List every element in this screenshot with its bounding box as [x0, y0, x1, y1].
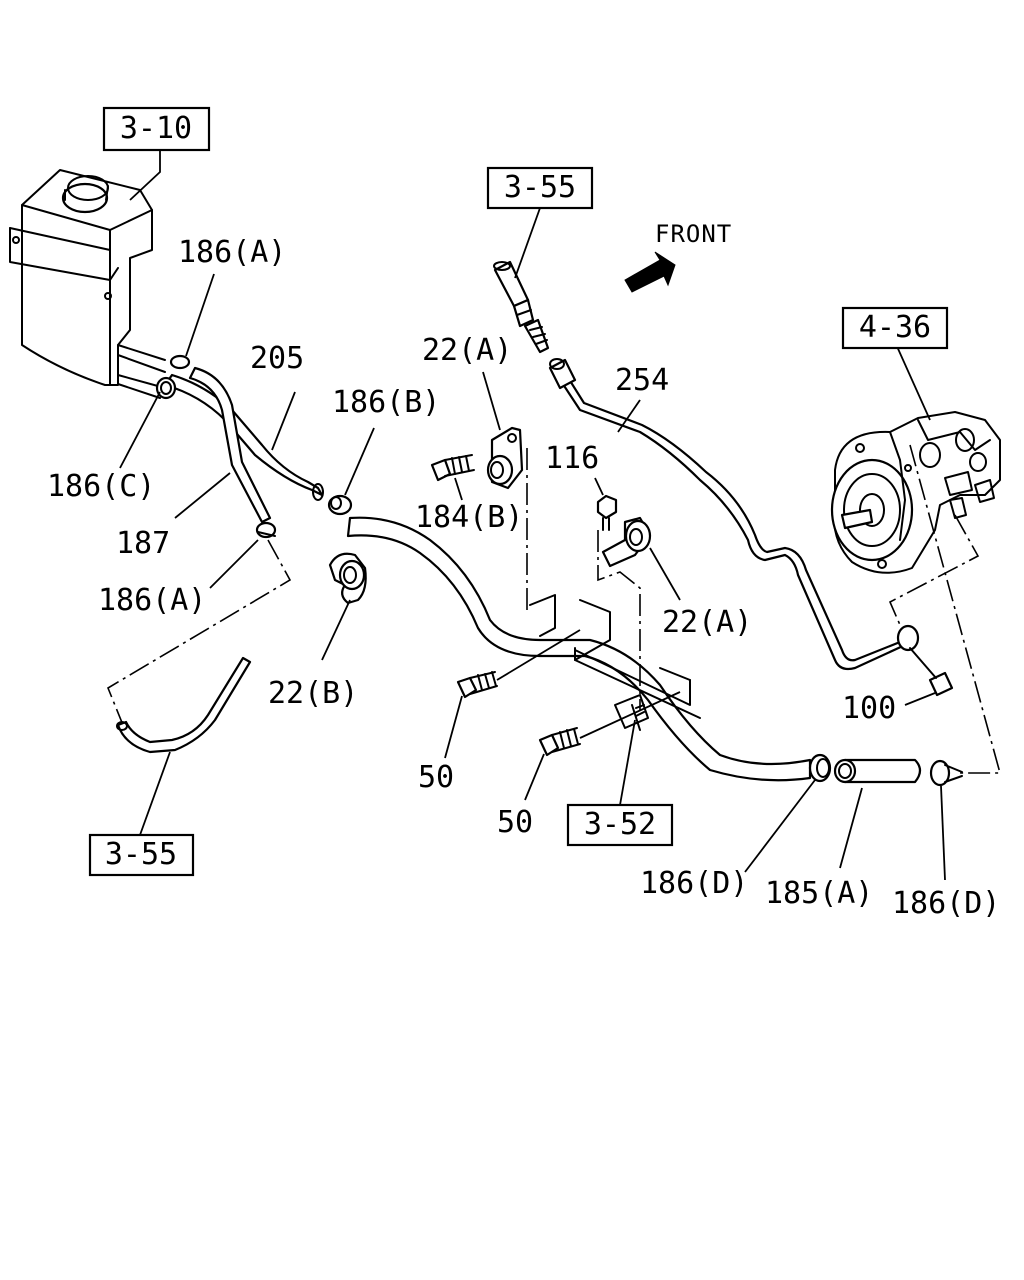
nut-116: [596, 494, 618, 531]
clamp-186c: [155, 376, 177, 400]
hose-185a: [833, 758, 922, 784]
svg-text:3-55: 3-55: [504, 170, 576, 205]
power-steering-pump: [830, 411, 1001, 574]
label-116: 116: [545, 441, 599, 476]
label-50-upper: 50: [418, 760, 454, 795]
ref-3-10: 3-10: [102, 106, 211, 152]
bolt-184b: [430, 454, 475, 482]
label-185a: 185(A): [765, 876, 873, 911]
leader-lines: [119, 150, 946, 881]
upper-fitting: [493, 260, 550, 354]
svg-text:4-36: 4-36: [859, 310, 931, 345]
pipe-254: [553, 366, 907, 671]
svg-text:3-55: 3-55: [105, 837, 177, 872]
front-label: FRONT: [655, 220, 732, 248]
label-186d-right: 186(D): [892, 886, 1000, 921]
bracket: [529, 594, 701, 731]
clamp-22a-right: [601, 516, 652, 568]
front-arrow: [624, 251, 676, 293]
label-22b: 22(B): [268, 676, 358, 711]
label-186d-left: 186(D): [640, 866, 748, 901]
reservoir-tank: [9, 169, 166, 399]
svg-text:3-10: 3-10: [120, 111, 192, 146]
label-22a-top: 22(A): [422, 333, 512, 368]
clamp-186d-right: [929, 759, 963, 787]
main-hose: [346, 516, 812, 782]
label-100: 100: [842, 691, 896, 726]
label-186a-bottom: 186(A): [98, 583, 206, 618]
ref-3-52: 3-52: [566, 803, 674, 847]
pipe-254-fitting: [548, 358, 577, 390]
label-186c: 186(C): [47, 469, 155, 504]
clamp-22a-top: [486, 426, 524, 490]
clamp-186a-top: [169, 354, 191, 370]
label-186a-top: 186(A): [178, 235, 286, 270]
label-184b: 184(B): [415, 500, 523, 535]
clamp-186d-left: [808, 753, 832, 783]
label-22a-right: 22(A): [662, 605, 752, 640]
label-205: 205: [250, 341, 304, 376]
bolt-50-upper: [456, 629, 581, 699]
hose-187: [188, 366, 272, 524]
clamp-22b: [328, 552, 367, 605]
ref-3-55-bottom: 3-55: [88, 833, 195, 877]
label-50-lower: 50: [497, 805, 533, 840]
clamp-186a-bottom: [255, 521, 277, 539]
label-254: 254: [615, 363, 669, 398]
svg-text:3-52: 3-52: [584, 807, 656, 842]
return-tube: [116, 656, 252, 754]
label-187: 187: [116, 526, 170, 561]
bolt-50-lower: [538, 691, 681, 757]
clamp-186b: [327, 494, 353, 516]
label-186b: 186(B): [332, 385, 440, 420]
ref-4-36: 4-36: [841, 306, 949, 350]
ref-3-55-top: 3-55: [486, 166, 594, 210]
union-100: [896, 624, 954, 697]
